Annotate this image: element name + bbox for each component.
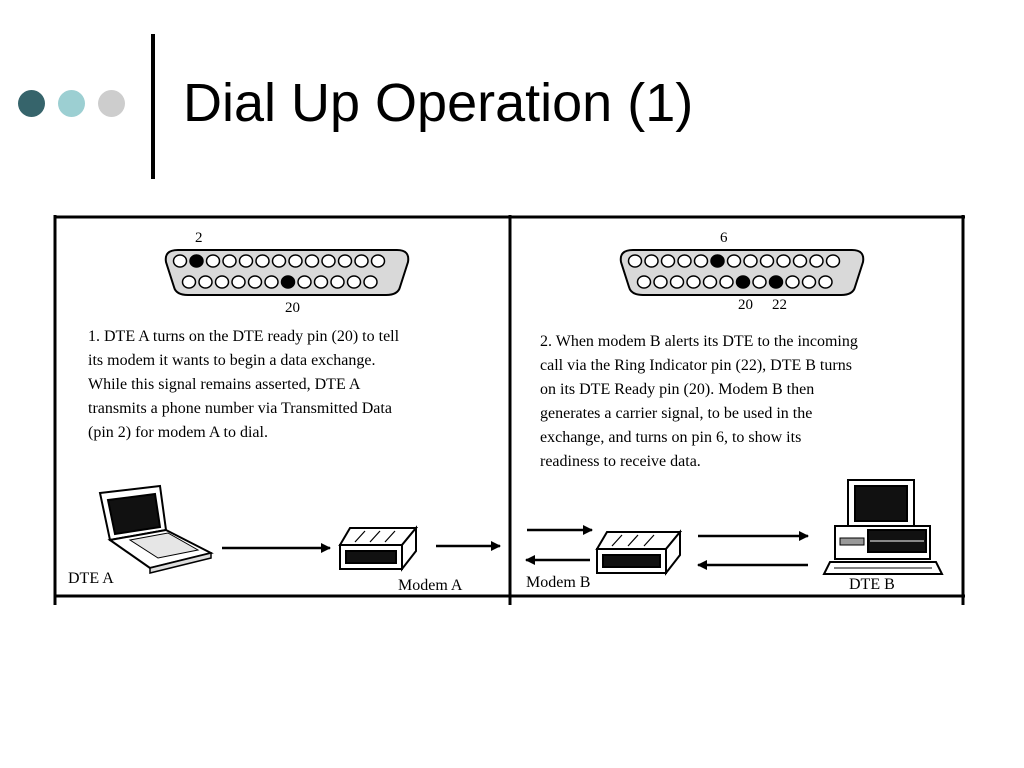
pin-bottom-2 [653,275,668,289]
pin-top-1 [172,254,188,268]
pin-top-8 [743,254,758,268]
pin-bottom-8 [297,275,312,289]
modem-b-icon [595,529,683,576]
pin-top-5 [238,254,254,268]
pin-bottom-4 [231,275,246,289]
pin-bottom-11 [346,275,362,289]
pin-top-4 [222,254,237,268]
pin-top-3 [660,254,676,268]
decorative-dots [18,90,138,122]
pin-top-5 [693,254,709,268]
pin-bottom-10 [330,275,345,289]
pin-bottom-12 [363,275,378,289]
pin-label-20: 20 [285,300,300,316]
pin-top-4 [677,254,692,268]
pin-bottom-4 [686,275,701,289]
pin-top-13 [825,254,841,268]
dte-b-label: DTE B [849,576,895,593]
pin-bottom-5 [247,275,263,289]
pin-bottom-2 [198,275,213,289]
pin-bottom-1 [181,275,197,289]
slide-title: Dial Up Operation (1) [183,73,694,133]
dte-a-label: DTE A [68,570,114,587]
step-1-description: 1. DTE A turns on the DTE ready pin (20)… [88,328,403,441]
laptop-icon [98,484,214,574]
asserted-pin-top-2 [189,254,204,268]
db25-connector-b [619,249,865,296]
asserted-pin-bottom-7 [735,275,751,289]
pin-label-20-b: 20 [738,297,753,313]
figure-frame [53,215,965,605]
pin-bottom-6 [264,275,279,289]
pin-bottom-8 [752,275,767,289]
pin-top-2 [644,254,659,268]
pin-top-9 [304,254,320,268]
db25-connector-a [164,249,410,296]
modem-b-label: Modem B [526,574,590,591]
pin-top-9 [759,254,775,268]
pin-top-1 [627,254,643,268]
pin-top-13 [370,254,386,268]
pin-label-22: 22 [772,297,787,313]
pin-top-12 [354,254,369,268]
modem-a-label: Modem A [398,577,463,594]
pin-top-6 [255,254,270,268]
pin-top-11 [337,254,353,268]
desktop-computer-icon [822,479,944,575]
pin-bottom-11 [801,275,817,289]
title-divider [151,34,155,179]
asserted-pin-bottom-7 [280,275,296,289]
pin-label-6: 6 [720,230,728,246]
pin-top-10 [321,254,336,268]
modem-a-icon [338,525,419,572]
pin-bottom-1 [636,275,652,289]
dot-light-teal [58,90,85,117]
pin-bottom-12 [818,275,833,289]
step-2-description: 2. When modem B alerts its DTE to the in… [540,333,862,470]
asserted-pin-top-6 [710,254,725,268]
dot-gray [98,90,125,117]
pin-bottom-9 [313,275,329,289]
pin-top-7 [271,254,287,268]
pin-top-3 [205,254,221,268]
panel-2: 6 20 22 2. When modem B alerts its DTE t… [525,230,944,593]
pin-bottom-3 [669,275,685,289]
panel-1: 2 20 1. DTE A turns on the DTE ready pin… [68,230,501,594]
pin-label-2: 2 [195,230,203,246]
pin-top-7 [726,254,742,268]
pin-top-12 [809,254,824,268]
asserted-pin-bottom-9 [768,275,784,289]
pin-top-8 [288,254,303,268]
pin-bottom-5 [702,275,718,289]
pin-top-11 [792,254,808,268]
dot-dark [18,90,45,117]
pin-bottom-6 [719,275,734,289]
pin-bottom-10 [785,275,800,289]
pin-top-10 [776,254,791,268]
pin-bottom-3 [214,275,230,289]
